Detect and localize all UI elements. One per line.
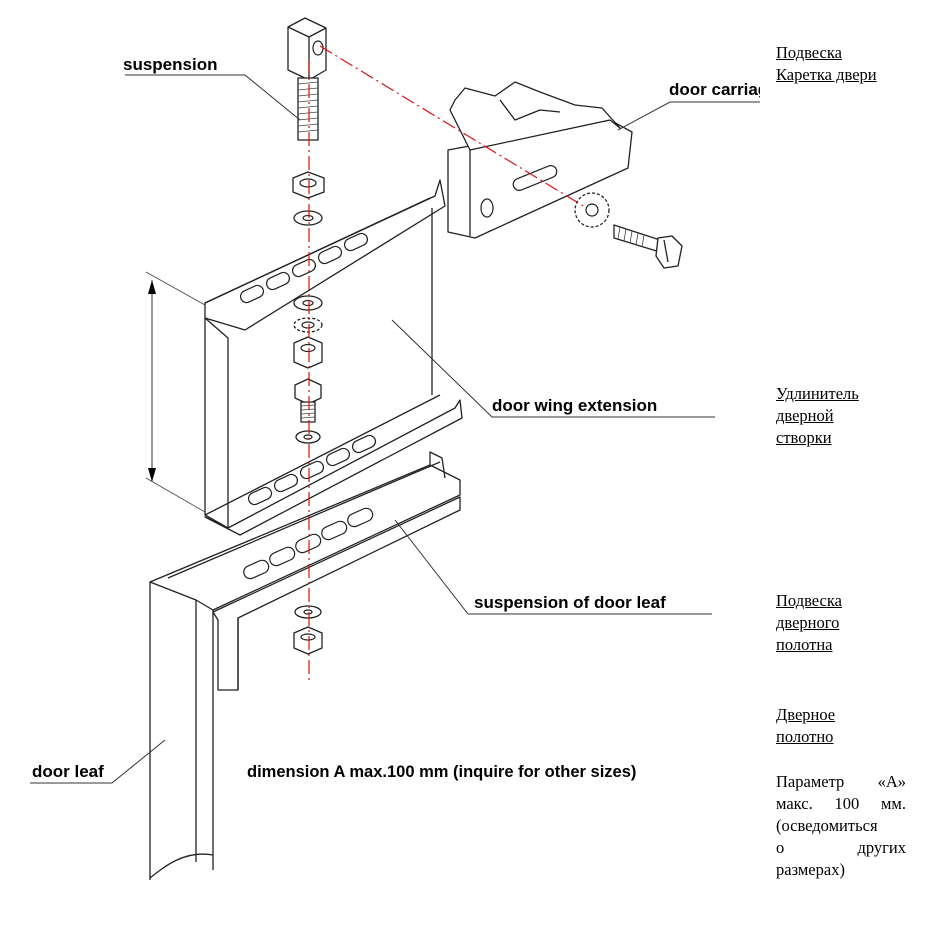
ru-podveska-polotna-block: Подвеска дверного полотна: [776, 590, 842, 656]
ru-parameter-block: Параметр «А» макс. 100 мм. (осведомиться…: [776, 771, 906, 881]
door-leaf-suspension-part: [149, 451, 461, 691]
ru-podveska: Подвеска: [776, 43, 842, 62]
ru-param-line3: (осведомиться: [776, 816, 878, 835]
ru-param-line5: размерах): [776, 860, 845, 879]
ru-podveska-block: Подвеска Каретка двери: [776, 42, 877, 86]
ru-param-line1: Параметр «А»: [776, 772, 906, 791]
ru-udlinitel-block: Удлинитель дверной створки: [776, 383, 859, 449]
door-wing-extension-part: [204, 179, 463, 536]
label-suspension: suspension: [123, 55, 217, 74]
ru-udlinitel-line3: створки: [776, 428, 832, 447]
ru-podveska-polotna-line1: Подвеска: [776, 591, 842, 610]
label-suspension-of-door-leaf: suspension of door leaf: [474, 593, 666, 612]
ru-udlinitel-line1: Удлинитель: [776, 384, 859, 403]
label-door-leaf: door leaf: [32, 762, 104, 781]
ru-dvernoe-line1: Дверное: [776, 705, 836, 724]
ru-udlinitel-line2: дверной: [776, 406, 834, 425]
ru-dvernoe-block: Дверное полотно: [776, 704, 835, 748]
door-carriage-part: [447, 81, 683, 269]
ru-podveska-polotna-line3: полотна: [776, 635, 833, 654]
label-door-carriage: door carriage: [669, 80, 760, 99]
ru-param-line2: макс. 100 мм.: [776, 794, 906, 813]
dimension-a-arrow: [145, 271, 206, 513]
ru-podveska-polotna-line2: дверного: [776, 613, 840, 632]
technical-drawing: suspension door carriage door wing exten…: [30, 17, 760, 880]
dimension-note: dimension A max.100 mm (inquire for othe…: [247, 763, 636, 781]
door-leaf-part: [149, 576, 214, 880]
ru-param-line4: о других: [776, 838, 906, 857]
ru-karetka: Каретка двери: [776, 65, 877, 84]
label-door-wing-extension: door wing extension: [492, 396, 657, 415]
ru-dvernoe-line2: полотно: [776, 727, 834, 746]
